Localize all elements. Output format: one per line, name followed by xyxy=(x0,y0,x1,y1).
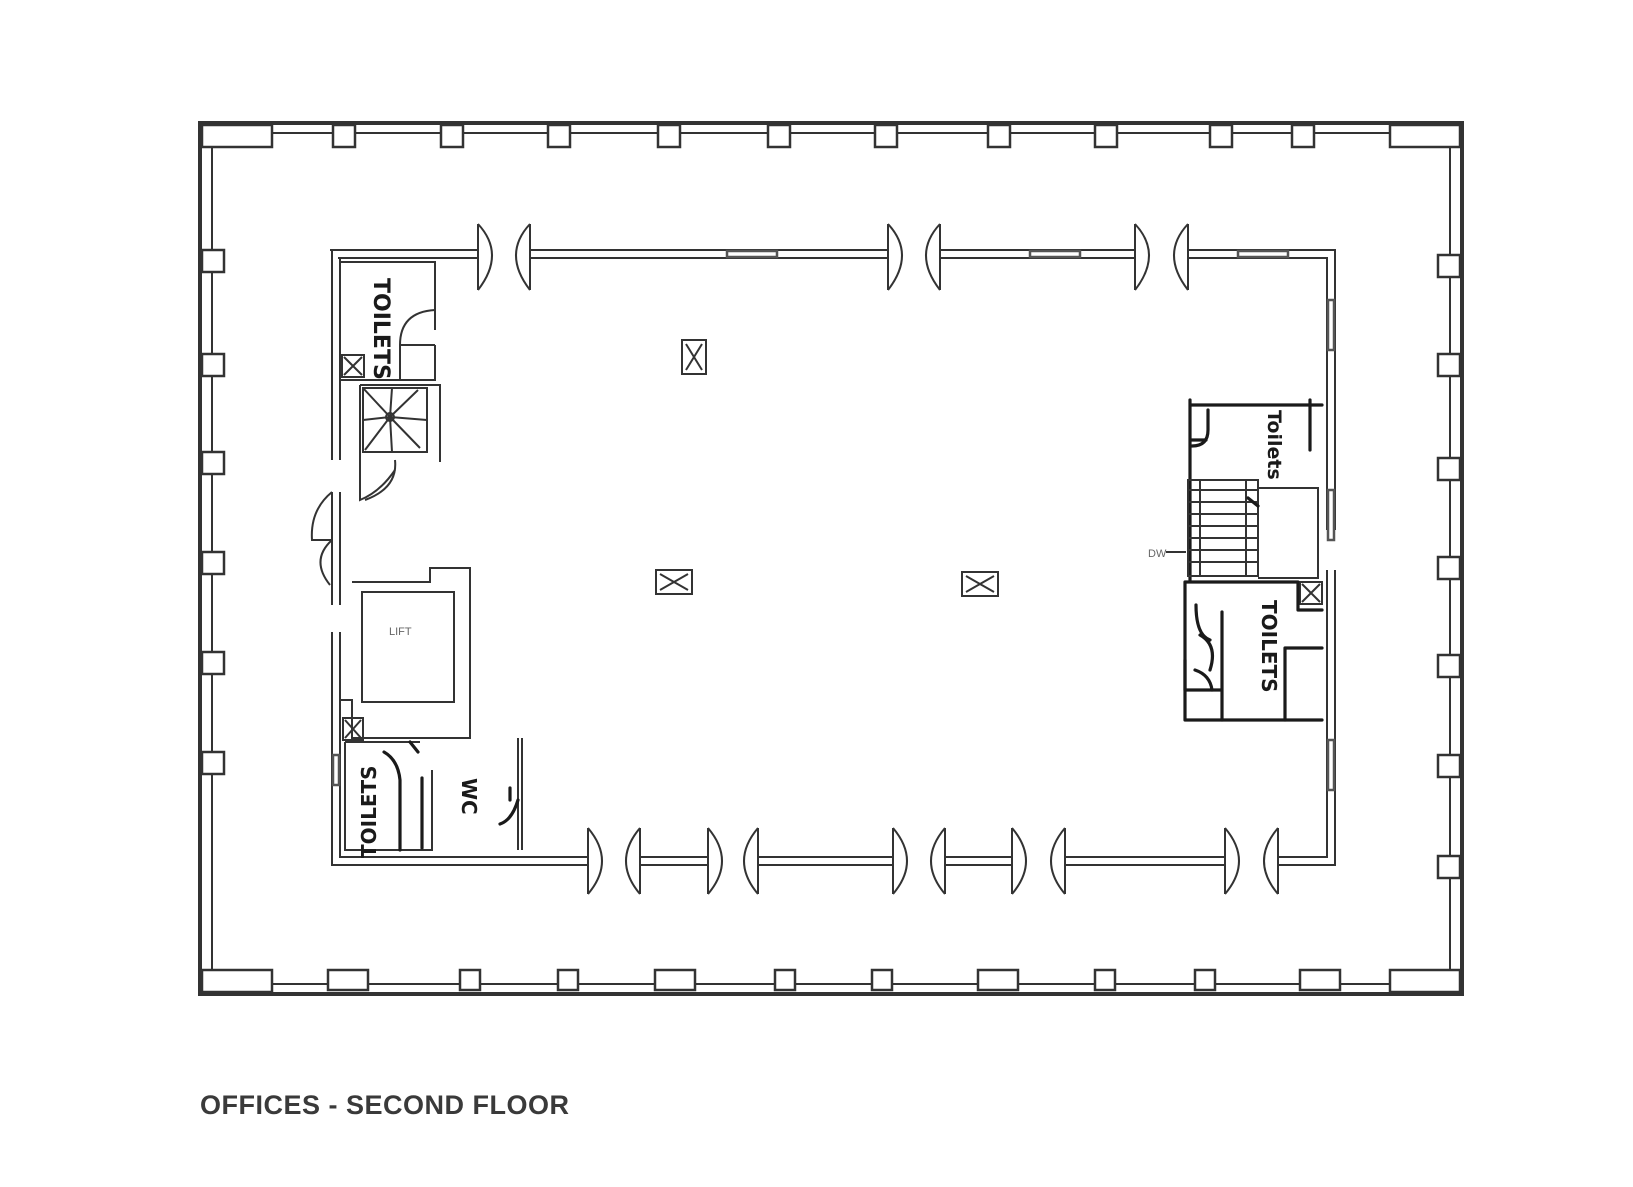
wc-label: WC xyxy=(457,778,481,815)
west-door xyxy=(310,491,333,586)
plan-caption: OFFICES - SECOND FLOOR xyxy=(200,1090,570,1120)
lift-label: LIFT xyxy=(389,626,412,638)
right-core xyxy=(1166,398,1324,722)
toilets-label-lower-right: TOILETS xyxy=(1257,600,1281,693)
spiral-stair xyxy=(359,384,441,502)
left-core-upper xyxy=(340,261,436,381)
outer-wall xyxy=(198,121,1464,996)
left-core-lower xyxy=(344,738,523,852)
toilets-label-upper-right: Toilets xyxy=(1263,410,1285,480)
double-doors-bottom xyxy=(587,827,1279,895)
perimeter-piers xyxy=(200,123,1462,994)
dw-label: DW xyxy=(1148,548,1167,560)
columns xyxy=(655,339,999,597)
double-doors-top xyxy=(477,223,1189,291)
toilets-label-upper-left: TOILETS xyxy=(368,278,393,380)
toilets-label-lower-left: TOILETS xyxy=(357,765,381,858)
inner-wall xyxy=(330,249,1336,866)
lift-shaft xyxy=(340,567,471,741)
